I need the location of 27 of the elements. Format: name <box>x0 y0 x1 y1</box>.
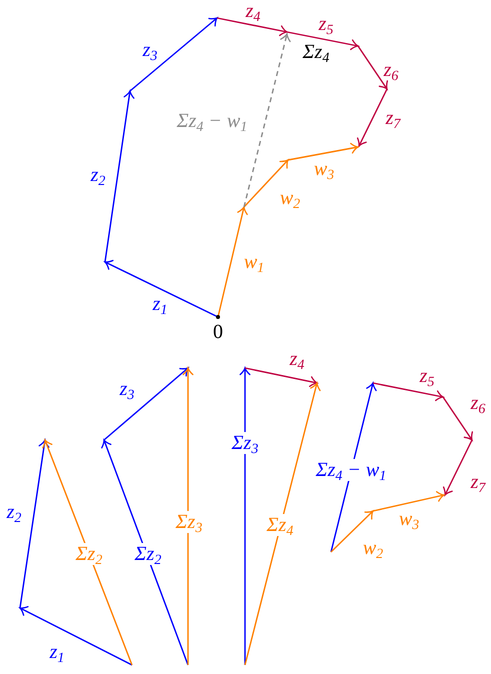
vector-label: z$_{4}$ <box>290 349 304 369</box>
vector-label: z$_{1}$ <box>152 294 168 314</box>
vector-label: z$_{5}$ <box>420 366 434 386</box>
origin-label: 0 <box>213 322 223 342</box>
vector-label: Σz$_{2}$ <box>74 543 104 565</box>
vector-label: Σz$_{4}$ <box>264 514 296 536</box>
vector-label: Σz$_{4}$ <box>302 42 330 62</box>
vector-label: w$_{3}$ <box>314 159 334 179</box>
vector-label: z$_{6}$ <box>384 60 398 80</box>
vector-label: z$_{4}$ <box>246 1 260 21</box>
vector-label: z$_{1}$ <box>50 642 64 662</box>
vector-label: w$_{3}$ <box>398 509 420 529</box>
vector-label: z$_{3}$ <box>120 379 134 399</box>
vector-label: w$_{2}$ <box>280 188 300 208</box>
vector-label: z$_{5}$ <box>318 14 334 34</box>
vector-label: Σz$_{3}$ <box>230 432 260 454</box>
vector-label: Σz$_{4}$ − w$_{1}$ <box>176 111 248 131</box>
vector-label: z$_{2}$ <box>6 502 22 522</box>
vector-label: z$_{2}$ <box>90 165 106 185</box>
vector-label: z$_{6}$ <box>470 393 486 413</box>
vector-label: w$_{2}$ <box>362 538 384 558</box>
vector-label: z$_{3}$ <box>142 40 158 60</box>
vector-label: Σz$_{2}$ <box>132 543 164 565</box>
vector-label: Σz$_{3}$ <box>174 511 204 533</box>
vector-label: z$_{7}$ <box>470 472 486 492</box>
vector-label: w$_{1}$ <box>244 252 264 272</box>
vector-label: z$_{7}$ <box>386 108 400 128</box>
